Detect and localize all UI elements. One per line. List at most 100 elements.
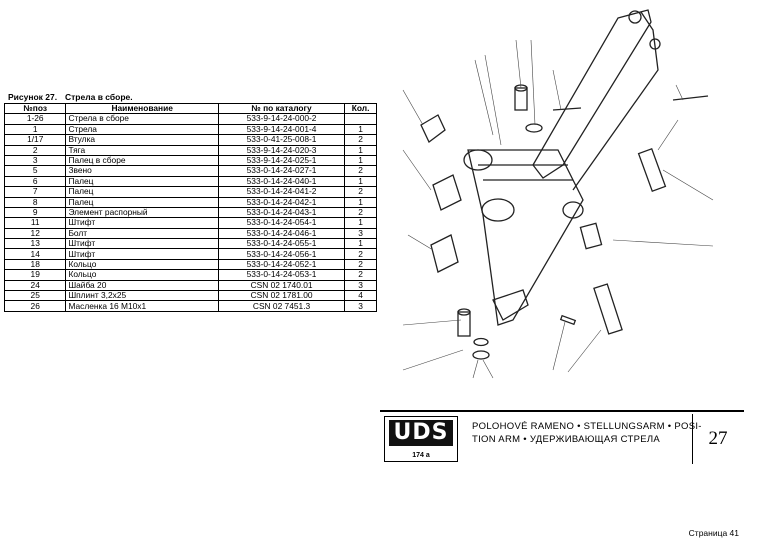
pin-right-lower	[593, 283, 623, 335]
quantity-cell: 1	[344, 154, 377, 167]
catalog-number-cell: 533-0-14-24-041-2	[217, 186, 346, 198]
catalog-number-cell: 533-0-14-24-027-1	[217, 165, 346, 177]
catalog-number-cell: 533-0-14-24-055-1	[217, 238, 346, 250]
quantity-cell: 1	[344, 217, 377, 229]
quantity-cell: 1	[344, 175, 377, 188]
name-cell: Палец	[65, 175, 219, 188]
catalog-number-cell: 533-9-14-24-020-3	[217, 144, 346, 156]
catalog-number-cell: 533-0-14-24-056-1	[217, 248, 346, 260]
figure-title: Стрела в сборе.	[65, 92, 133, 102]
column-header: Кол.	[344, 102, 377, 115]
position-cell: 9	[3, 206, 67, 219]
name-cell: Штифт	[65, 248, 219, 260]
catalog-number-cell: 533-0-14-24-053-1	[217, 269, 346, 281]
quantity-cell: 3	[344, 227, 377, 240]
catalog-number-cell: 533-9-14-24-025-1	[217, 154, 346, 167]
position-cell: 7	[3, 186, 67, 198]
quantity-cell: 1	[344, 123, 377, 136]
quantity-cell	[344, 113, 377, 125]
column-header: № по каталогу	[217, 102, 346, 115]
pin-bottom	[457, 311, 471, 337]
title-block: UDS 174 a POLOHOVÉ RAMENO • STELLUNGSARM…	[380, 410, 744, 466]
position-cell: 18	[3, 258, 67, 271]
catalog-number-cell: 533-0-41-25-008-1	[217, 134, 346, 146]
name-cell: Кольцо	[65, 258, 219, 271]
catalog-number-cell: 533-9-14-24-000-2	[217, 113, 346, 125]
catalog-number-cell: 533-0-14-24-040-1	[217, 175, 346, 188]
name-cell: Шайба 20	[65, 279, 219, 292]
name-cell: Палец	[65, 196, 219, 208]
position-cell: 6	[3, 175, 67, 188]
figure-page-number: 27	[692, 414, 743, 464]
figure-label: Рисунок 27.	[8, 92, 58, 102]
name-cell: Штифт	[65, 217, 219, 229]
name-cell: Штифт	[65, 238, 219, 250]
figure-caption: Рисунок 27. Стрела в сборе.	[8, 92, 133, 102]
quantity-cell: 2	[344, 134, 377, 146]
quantity-cell: 2	[344, 206, 377, 219]
name-cell: Втулка	[65, 134, 219, 146]
name-cell: Шплинт 3,2х25	[65, 290, 219, 302]
name-cell: Масленка 16 М10х1	[65, 300, 219, 312]
name-cell: Кольцо	[65, 269, 219, 281]
title-line-2: TION ARM • УДЕРЖИВАЮЩАЯ СТРЕЛА	[472, 434, 661, 445]
name-cell: Палец	[65, 186, 219, 198]
bushing	[579, 222, 603, 250]
uds-logo: UDS 174 a	[384, 416, 458, 462]
name-cell: Тяга	[65, 144, 219, 156]
position-cell: 1/17	[3, 134, 67, 146]
position-cell: 24	[3, 279, 67, 292]
position-cell: 19	[3, 269, 67, 281]
quantity-cell: 1	[344, 238, 377, 250]
catalog-number-cell: 533-0-14-24-054-1	[217, 217, 346, 229]
name-cell: Палец в сборе	[65, 154, 219, 167]
pin-right-upper	[637, 147, 667, 193]
position-cell: 13	[3, 238, 67, 250]
quantity-cell: 2	[344, 269, 377, 281]
quantity-cell: 2	[344, 248, 377, 260]
quantity-cell: 3	[344, 279, 377, 292]
position-cell: 11	[3, 217, 67, 229]
catalog-number-cell: 533-9-14-24-001-4	[217, 123, 346, 136]
catalog-number-cell: 533-0-14-24-043-1	[217, 206, 346, 219]
position-cell: 8	[3, 196, 67, 208]
position-cell: 26	[3, 300, 67, 312]
catalog-number-cell: CSN 02 7451.3	[217, 300, 346, 312]
position-cell: 3	[3, 154, 67, 167]
bracket-upper	[420, 114, 446, 143]
bracket-middle	[432, 174, 462, 211]
name-cell: Элемент распорный	[65, 206, 219, 219]
position-cell: 2	[3, 144, 67, 156]
position-cell: 25	[3, 290, 67, 302]
logo-mark: UDS	[389, 420, 453, 446]
title-text: POLOHOVÉ RAMENO • STELLUNGSARM • POSI- T…	[472, 420, 702, 446]
position-cell: 5	[3, 165, 67, 177]
column-header: Наименование	[65, 102, 219, 115]
name-cell: Стрела в сборе	[65, 113, 219, 125]
catalog-number-cell: CSN 02 1781.00	[217, 290, 346, 302]
name-cell: Звено	[65, 165, 219, 177]
name-cell: Болт	[65, 227, 219, 240]
quantity-cell: 1	[344, 144, 377, 156]
name-cell: Стрела	[65, 123, 219, 136]
